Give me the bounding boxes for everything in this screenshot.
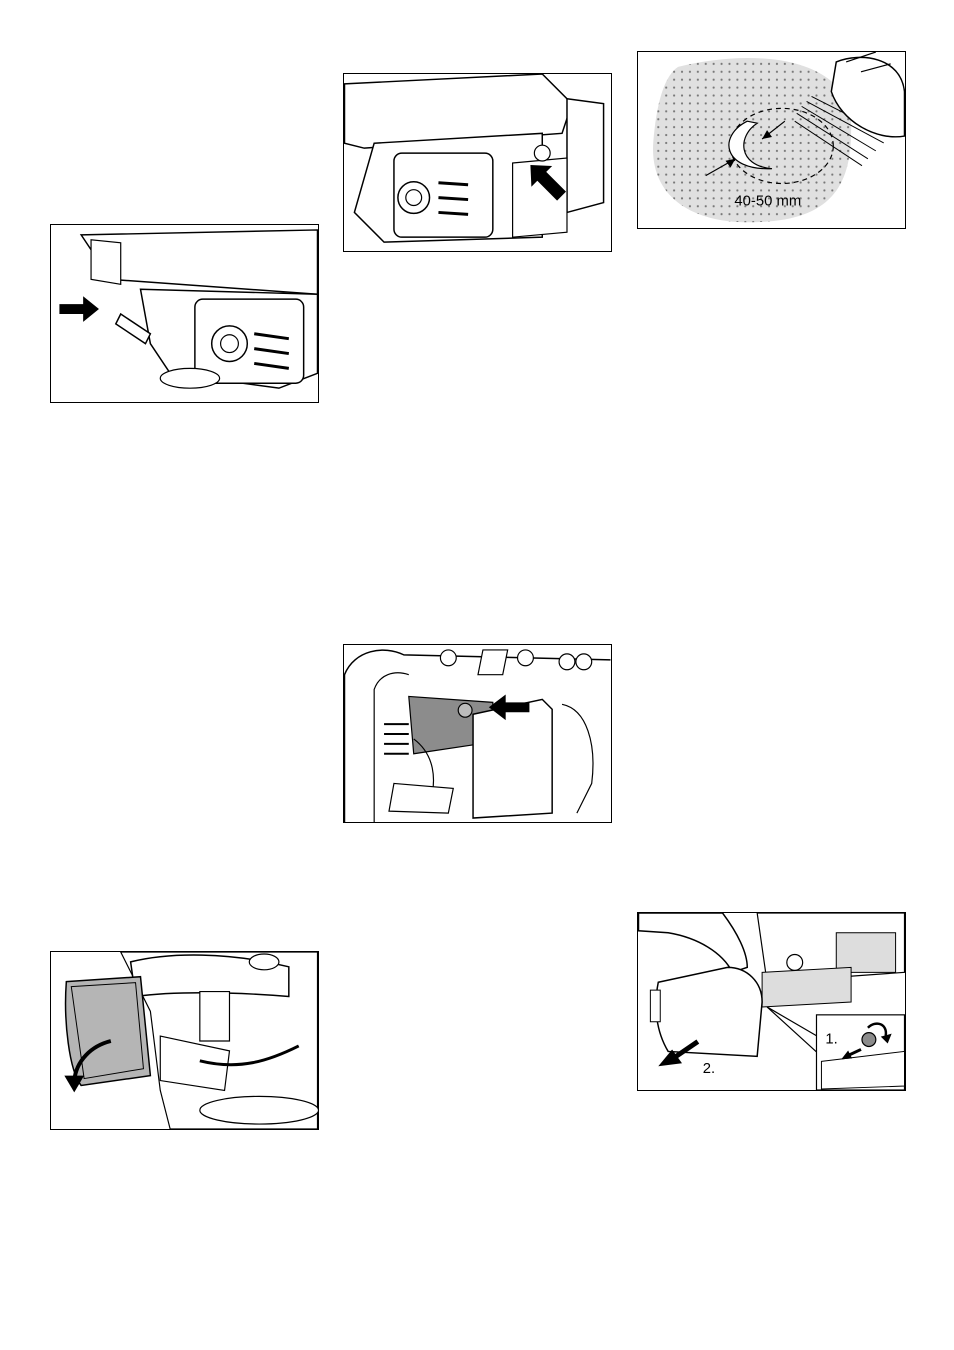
figure-air-filter-cover bbox=[50, 951, 319, 1130]
side-cover-removal-illustration: 1. 2. bbox=[638, 913, 905, 1090]
brush-contact-illustration: 40-50 mm bbox=[638, 52, 905, 228]
step-1-label: 1. bbox=[825, 1032, 837, 1048]
figure-shaft-guard bbox=[343, 644, 612, 823]
engine-oil-plug-illustration bbox=[51, 225, 318, 402]
shaft-guard-illustration bbox=[344, 645, 611, 822]
air-filter-cover-illustration bbox=[51, 952, 318, 1129]
brush-width-measurement: 40-50 mm bbox=[734, 193, 801, 209]
figure-side-cover-removal: 1. 2. bbox=[637, 912, 906, 1091]
figure-engine-oil-plug bbox=[50, 224, 319, 403]
step-2-label: 2. bbox=[703, 1061, 715, 1077]
figure-engine-fuel-cap bbox=[343, 73, 612, 252]
engine-fuel-cap-illustration bbox=[344, 74, 611, 251]
pointer-arrow-icon bbox=[59, 296, 99, 322]
figure-brush-contact: 40-50 mm bbox=[637, 51, 906, 229]
